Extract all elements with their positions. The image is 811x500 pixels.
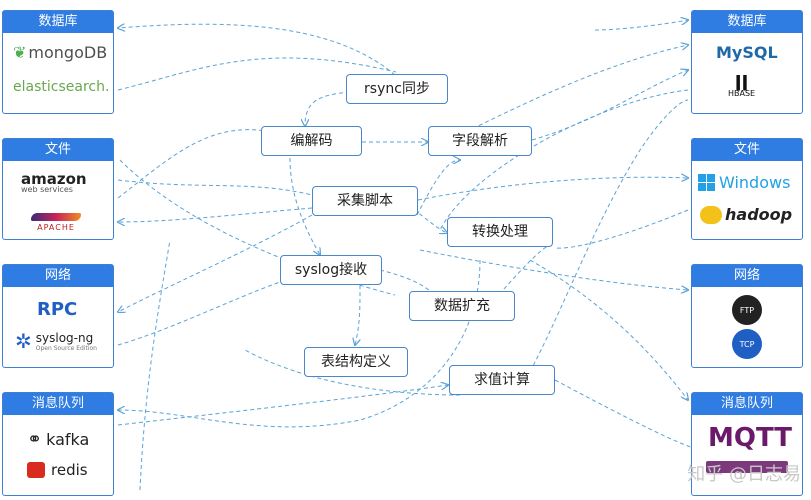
panel-header: 文件 xyxy=(3,139,113,161)
rsync-sync-node[interactable]: rsync同步 xyxy=(346,74,448,104)
redis-logo: redis xyxy=(27,461,88,479)
convert-node[interactable]: 转换处理 xyxy=(447,217,553,247)
left-panel-network: 网络 RPC ✲ syslog-ng Open Source Edition xyxy=(2,264,114,368)
field-parse-node[interactable]: 字段解析 xyxy=(428,126,532,156)
kafka-icon: ⚭ xyxy=(27,429,43,450)
right-panel-files: 文件 Windows hadoop xyxy=(691,138,803,240)
tcp-logo: TCP xyxy=(732,329,762,359)
redis-icon xyxy=(27,462,45,478)
collect-script-node[interactable]: 采集脚本 xyxy=(312,186,418,216)
watermark: 知乎 @日志易 xyxy=(687,464,801,485)
panel-header: 文件 xyxy=(692,139,802,161)
mqtt-underline xyxy=(706,461,788,473)
data-expand-node[interactable]: 数据扩充 xyxy=(409,291,515,321)
leaf-icon: ❦ xyxy=(13,43,27,62)
feather-icon xyxy=(31,213,81,221)
right-panel-database: 数据库 MySQL ꞁꞁ HBASE xyxy=(691,10,803,114)
compute-node[interactable]: 求值计算 xyxy=(449,365,555,395)
panel-header: 网络 xyxy=(692,265,802,287)
panel-header: 数据库 xyxy=(692,11,802,33)
panel-header: 网络 xyxy=(3,265,113,287)
mysql-logo: MySQL xyxy=(716,43,778,62)
star-icon: ✲ xyxy=(15,329,32,353)
kafka-logo: ⚭ kafka xyxy=(27,429,90,450)
hadoop-logo: hadoop xyxy=(700,205,792,224)
right-panel-network: 网络 FTP TCP xyxy=(691,264,803,368)
elasticsearch-logo: elasticsearch. xyxy=(13,79,110,95)
mongodb-logo: ❦ mongoDB xyxy=(13,43,108,62)
left-panel-database: 数据库 ❦ mongoDB elasticsearch. xyxy=(2,10,114,114)
windows-icon xyxy=(698,174,715,191)
mqtt-logo: MQTT xyxy=(708,423,793,453)
panel-header: 消息队列 xyxy=(692,393,802,415)
syslog-ng-logo: ✲ syslog-ng Open Source Edition xyxy=(15,329,97,353)
right-panel-message-queue: 消息队列 MQTT xyxy=(691,392,803,496)
codec-node[interactable]: 编解码 xyxy=(261,126,362,156)
hbase-logo: ꞁꞁ HBASE xyxy=(728,67,756,98)
syslog-receive-node[interactable]: syslog接收 xyxy=(280,255,382,285)
hbase-icon: ꞁꞁ xyxy=(734,67,749,91)
panel-header: 消息队列 xyxy=(3,393,113,415)
left-panel-files: 文件 amazon web services APACHE xyxy=(2,138,114,240)
windows-logo: Windows xyxy=(698,173,790,192)
ftp-logo: FTP xyxy=(732,295,762,325)
elephant-icon xyxy=(700,205,722,224)
table-def-node[interactable]: 表结构定义 xyxy=(304,347,408,377)
left-panel-message-queue: 消息队列 ⚭ kafka redis xyxy=(2,392,114,496)
apache-logo: APACHE xyxy=(31,213,81,232)
amazon-logo: amazon web services xyxy=(21,170,87,194)
panel-header: 数据库 xyxy=(3,11,113,33)
rpc-logo: RPC xyxy=(37,299,78,320)
